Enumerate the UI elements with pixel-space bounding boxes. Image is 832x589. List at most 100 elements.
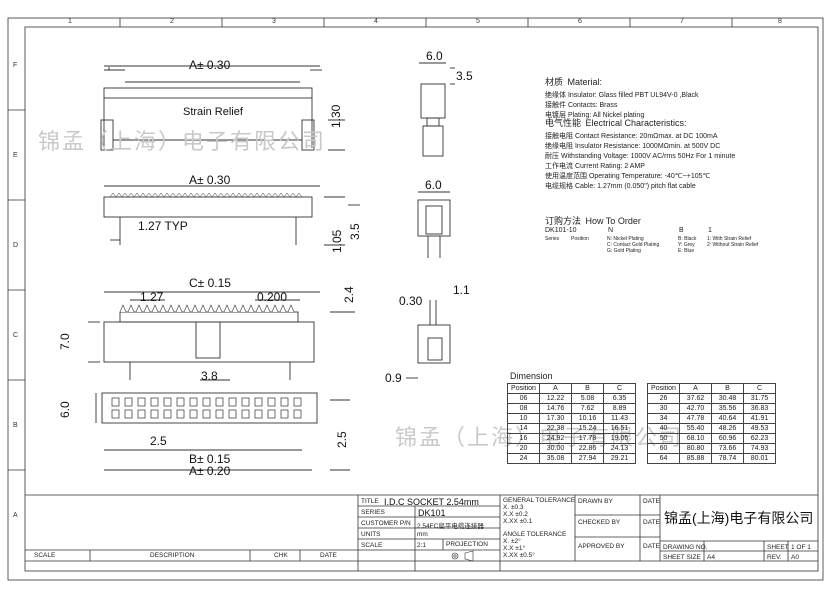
rev-label: REV. [767,554,782,561]
zone-top-2: 2 [170,18,174,25]
zone-top-5: 5 [476,18,480,25]
general-tolerance-title: GENERAL TOLERANCE [503,497,576,504]
table-cell: 06 [507,393,540,404]
tolerance-line: X.XX ±0.1 [503,518,533,525]
zone-top-7: 7 [680,18,684,25]
revision-chk-header: CHK [274,552,288,559]
table-cell: 30 [647,403,680,414]
dim-a-030-b: A± 0.30 [189,173,231,187]
checked-by-label: CHECKED BY [578,519,621,526]
table-cell: 64 [647,453,680,464]
table-cell: 40 [647,423,680,434]
table-header-row: Position A B C [647,383,776,394]
table-cell: 11.43 [603,413,636,424]
order-option: E: Blue [678,248,695,254]
table-cell: 22.86 [571,443,604,454]
dim-h-25: 2.5 [335,431,349,448]
checked-date-label: DATE [643,519,660,526]
table-cell: 19.05 [603,433,636,444]
order-n: N [608,227,614,234]
table-cell: 30.48 [711,393,744,404]
table-cell: 42.70 [679,403,712,414]
table-cell: 80.80 [679,443,712,454]
table-cell: 6.35 [603,393,636,404]
rev-value: A0 [791,554,799,561]
dim-w-38: 3.8 [201,369,218,383]
sheet-label: SHEET [767,544,789,551]
order-title-cn: 订购方法 [545,216,582,226]
order-section: 订购方法 How To Order [545,211,641,229]
zone-left-c: C [13,332,19,339]
table-cell: 78.74 [711,453,744,464]
zone-top-4: 4 [374,18,378,25]
dim-w-25: 2.5 [150,434,167,448]
table-cell: 37.62 [679,393,712,404]
order-option: C: Contact Gold Plating [607,242,660,248]
table-cell: 73.66 [711,443,744,454]
order-option: 2: Without Strain Relief [707,242,759,248]
zone-left-a: A [13,512,18,519]
zone-left-d: D [13,242,19,249]
table-cell: 35.56 [711,403,744,414]
company-name: 锦孟(上海)电子有限公司 [664,510,814,526]
drawn-by-label: DRAWN BY [578,498,613,505]
order-one-options: 1: With Strain Relief 2: Without Strain … [707,236,758,248]
dim-d-030: 0.30 [399,294,423,308]
dim-d-09: 0.9 [385,371,402,385]
table-cell: 34 [647,413,680,424]
table-cell: 47.78 [679,413,712,424]
table-cell: 24.92 [539,433,572,444]
dim-w-60-b: 6.0 [425,178,442,192]
dim-b-015: B± 0.15 [189,452,231,466]
table-cell: 49.53 [743,423,776,434]
table-cell: 31.75 [743,393,776,404]
electrical-title-cn: 电气性能 [545,118,582,128]
zone-top-6: 6 [578,18,582,25]
table-cell: 41.91 [743,413,776,424]
pin-teeth [119,304,295,313]
order-code: DK101-10 [545,227,577,234]
zone-top-3: 3 [272,18,276,25]
dim-p-127: 1.27 [140,290,164,304]
watermark-left: 锦孟（上海）电子有限公司 [38,129,327,154]
revision-description-header: DESCRIPTION [150,552,195,559]
order-option: G: Gold Plating [607,248,641,254]
order-title-en: How To Order [585,216,641,226]
table-cell: 7.62 [571,403,604,414]
angle-tolerance-title: ANGLE TOLERANCE [503,531,567,538]
order-option: B: Black [678,236,697,242]
scale-value: 2:1 [417,542,427,549]
dim-h-35: 3.5 [456,69,473,83]
customer-value: 2.54FC扁平电缆连接器 [417,523,484,530]
order-series: Series [545,236,560,242]
table-cell: 15.24 [571,423,604,434]
angle-tolerance: ANGLE TOLERANCE X. ±2° X.X ±1° X.XX ±0.5… [503,531,566,559]
order-position: Position [571,236,589,242]
table-header: C [743,383,776,394]
scale-label: SCALE [361,542,383,549]
table-cell: 14 [507,423,540,434]
title-value: I.D.C SOCKET 2.54mm [384,497,479,507]
table-cell: 24.13 [603,443,636,454]
order-n-options: N: Nickel Plating C: Contact Gold Platin… [607,236,659,254]
dim-w-60: 6.0 [426,49,443,63]
order-b-options: B: Black Y: Grey E: Blue [678,236,696,254]
zone-left-f: F [13,62,18,69]
electrical-line: 耐压 Withstanding Voltage: 1000V AC/rms 50… [545,153,736,160]
dim-a-030: A± 0.30 [189,58,231,72]
table-cell: 68.10 [679,433,712,444]
tolerance-line: X.XX ±0.5° [503,552,535,559]
table-cell: 20 [507,443,540,454]
